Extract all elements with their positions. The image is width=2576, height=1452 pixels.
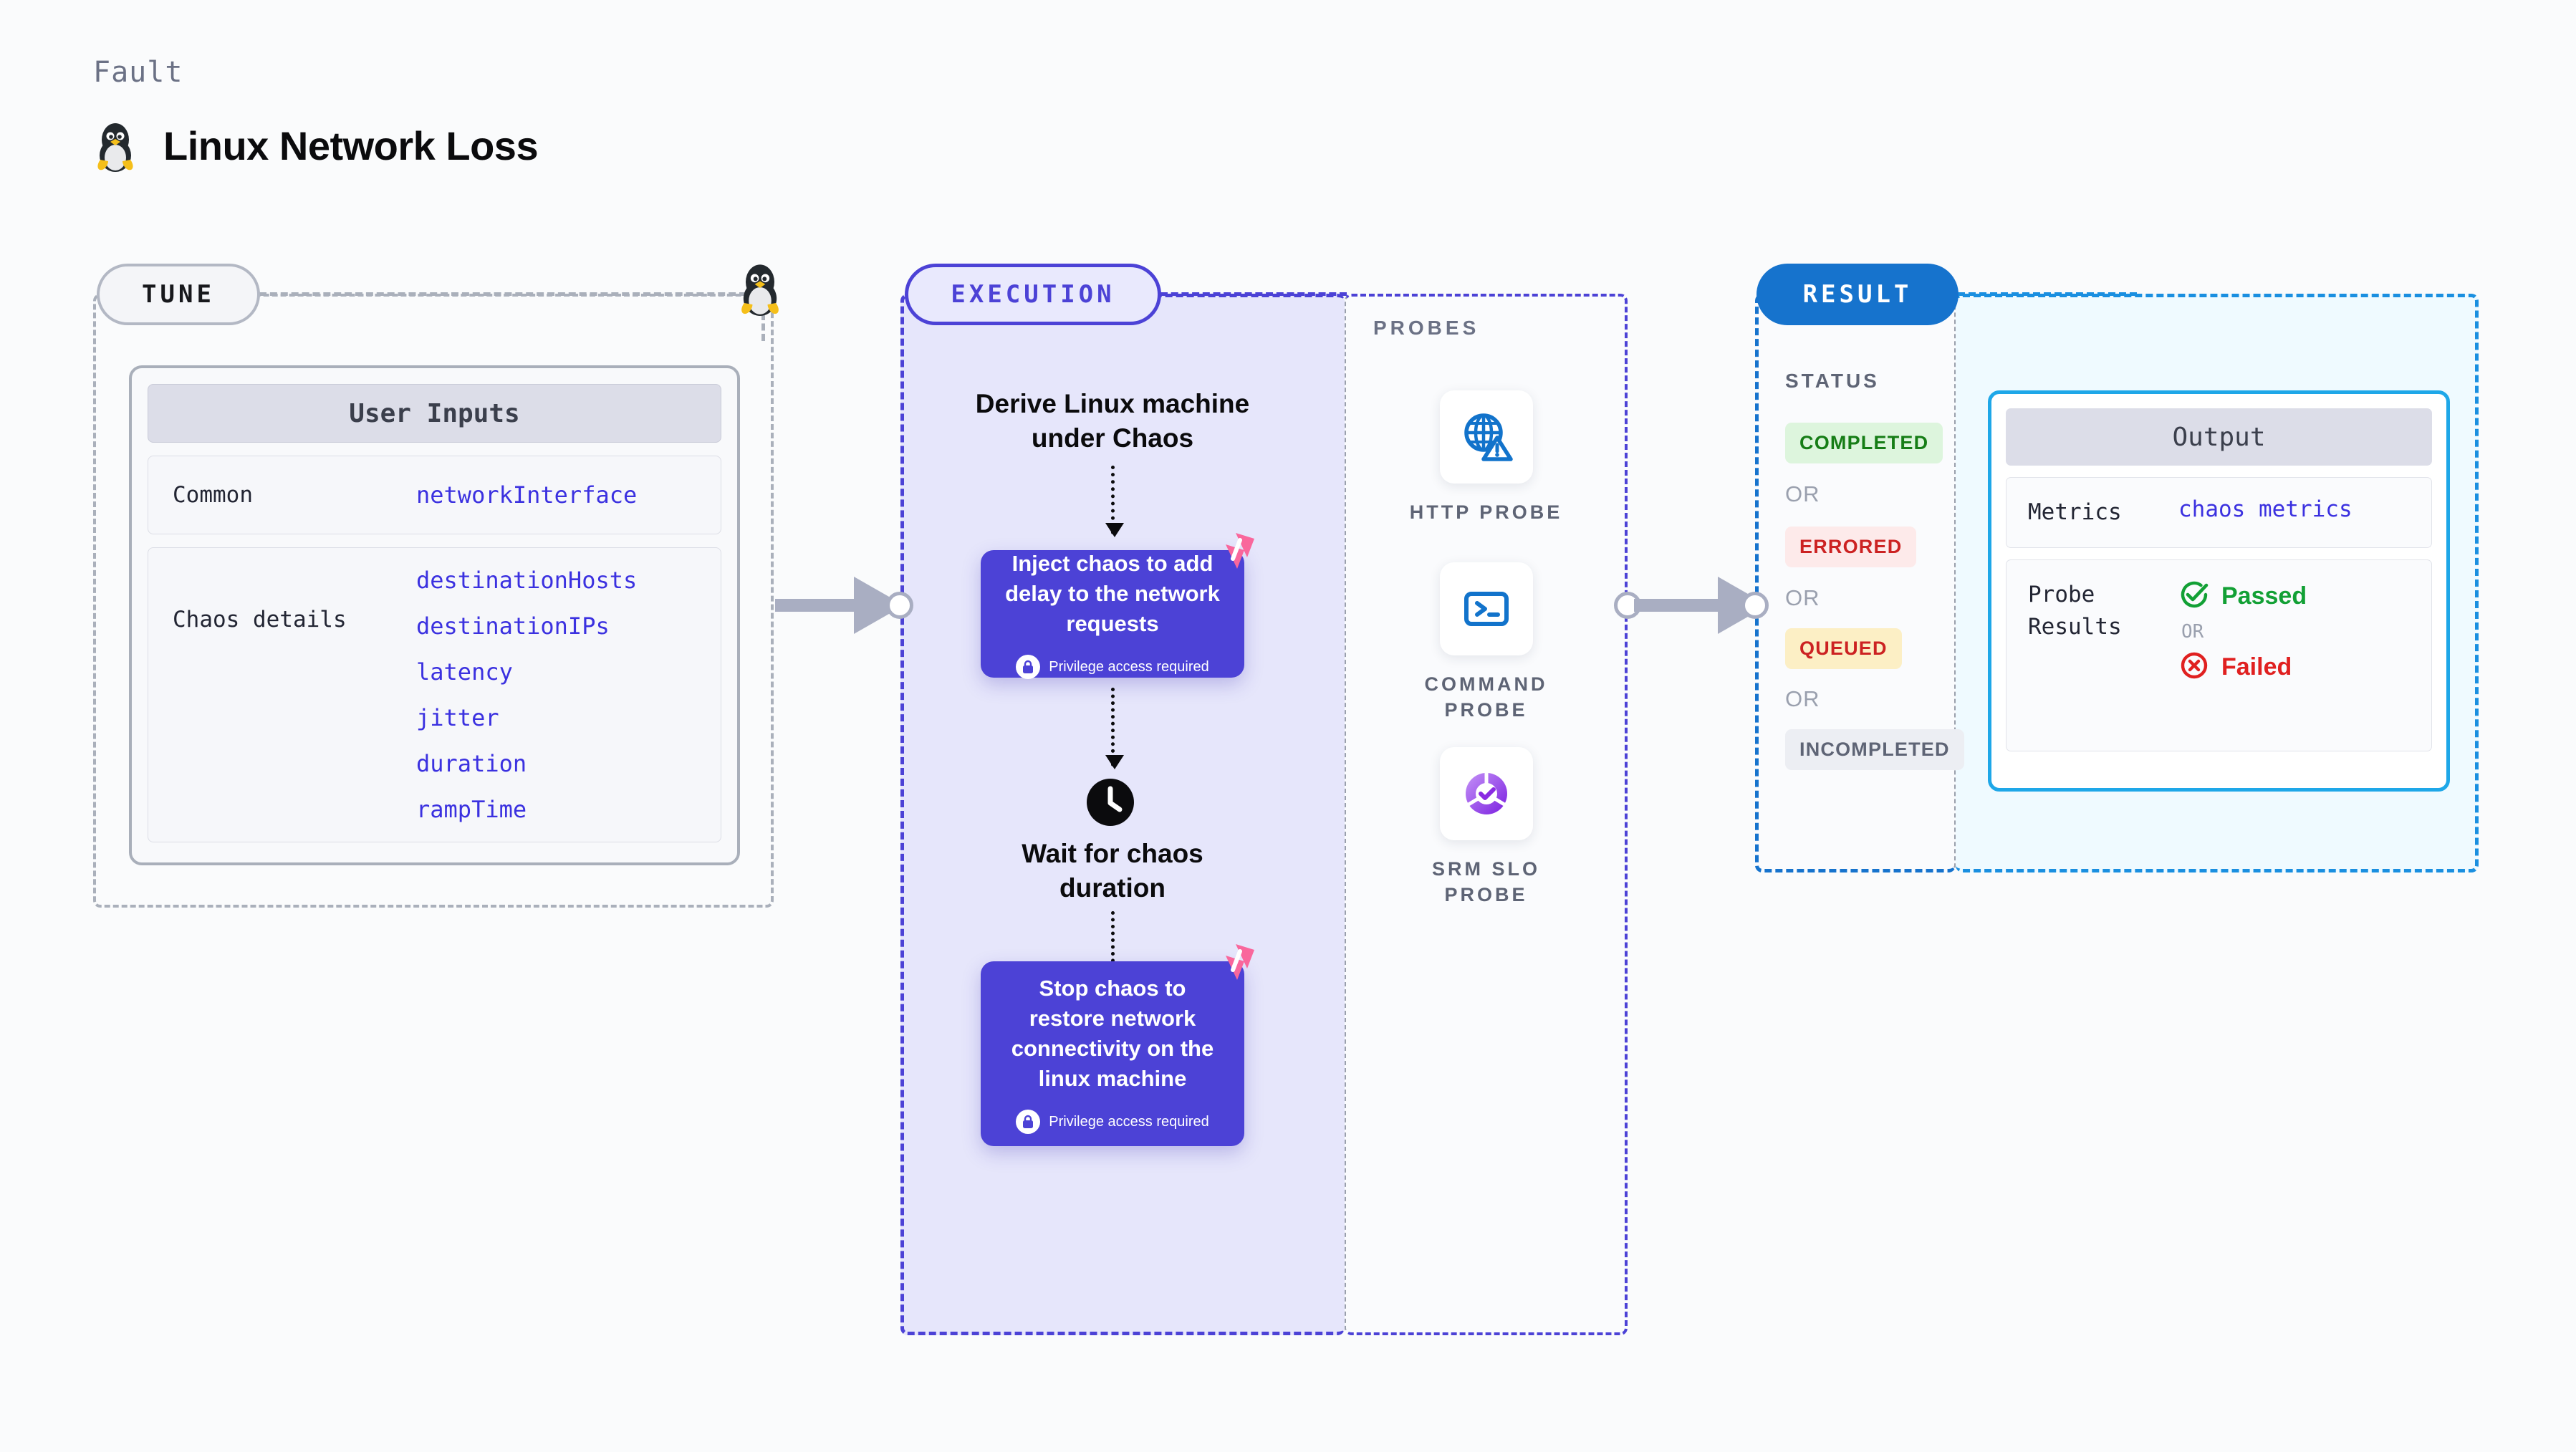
flow-arrow-2 <box>1105 688 1124 769</box>
harness-logo-icon <box>1211 529 1257 578</box>
or-separator: OR <box>2181 620 2204 643</box>
input-param[interactable]: jitter <box>416 704 499 731</box>
page-title: Linux Network Loss <box>163 122 539 168</box>
output-row-probe-results: Probe Results Passed OR <box>2006 559 2432 751</box>
probe-label: COMMAND PROBE <box>1424 673 1548 721</box>
tune-leader-drop <box>761 292 765 341</box>
page-title-row: Linux Network Loss <box>93 118 539 173</box>
result-stage-pill[interactable]: RESULT <box>1756 264 1959 325</box>
chaos-card-text: Stop chaos to restore network connectivi… <box>1011 975 1214 1092</box>
output-card: Output Metrics chaos metrics Probe Resul… <box>1988 390 2450 792</box>
tune-leader-line <box>259 292 746 296</box>
globe-warning-icon <box>1439 390 1533 484</box>
connector-probes-to-result <box>1614 577 1772 634</box>
input-param[interactable]: destinationIPs <box>416 612 610 640</box>
result-leader-line <box>1958 292 2137 296</box>
output-row-metrics: Metrics chaos metrics <box>2006 477 2432 548</box>
status-badge-completed: COMPLETED <box>1785 423 1943 463</box>
input-param[interactable]: destinationHosts <box>416 567 638 594</box>
terminal-icon <box>1439 562 1533 655</box>
chaos-card-text: Inject chaos to add delay to the network… <box>1005 550 1220 637</box>
status-badge-queued: QUEUED <box>1785 628 1902 669</box>
privilege-note: Privilege access required <box>1016 655 1209 680</box>
user-inputs-title: User Inputs <box>148 384 721 443</box>
input-param[interactable]: latency <box>416 658 513 686</box>
lock-icon <box>1016 1110 1041 1135</box>
probe-result-passed-label: Passed <box>2221 582 2307 610</box>
or-separator: OR <box>1785 481 1820 506</box>
probe-result-failed-label: Failed <box>2221 653 2292 681</box>
execution-step-derive: Derive Linux machine under Chaos <box>975 389 1250 453</box>
privilege-note-text: Privilege access required <box>1049 1113 1209 1130</box>
status-label: STATUS <box>1785 370 1880 392</box>
tune-stage-pill[interactable]: TUNE <box>97 264 260 325</box>
connector-tune-to-execution <box>775 577 913 634</box>
output-card-title: Output <box>2006 408 2432 466</box>
input-group-label: Chaos details <box>173 607 347 633</box>
execution-leader-line <box>1160 292 1347 296</box>
chaos-stop-card[interactable]: Stop chaos to restore network connectivi… <box>981 944 1254 1146</box>
lock-icon <box>1016 655 1041 680</box>
check-circle-icon <box>2178 579 2210 614</box>
execution-step-wait: Wait for chaos duration <box>1022 839 1203 903</box>
probe-command[interactable]: COMMAND PROBE <box>1345 562 1628 723</box>
page-kicker: Fault <box>93 56 183 89</box>
privilege-note: Privilege access required <box>1016 1110 1209 1135</box>
slo-donut-check-icon <box>1439 747 1533 840</box>
probe-result-failed: Failed <box>2178 650 2307 685</box>
execution-stage-pill[interactable]: EXECUTION <box>905 264 1161 325</box>
input-param[interactable]: rampTime <box>416 796 527 823</box>
or-separator: OR <box>1785 585 1820 610</box>
probe-label: SRM SLO PROBE <box>1431 858 1540 906</box>
probes-section-label: PROBES <box>1373 317 1480 339</box>
or-separator: OR <box>1785 686 1820 711</box>
linux-penguin-icon <box>93 118 138 173</box>
result-panel <box>1755 294 1956 872</box>
input-param[interactable]: duration <box>416 750 527 777</box>
harness-logo-icon <box>1211 940 1257 989</box>
input-group-label: Common <box>173 482 253 508</box>
input-group-common: Common networkInterface <box>148 456 721 534</box>
clock-icon <box>1085 777 1135 831</box>
x-circle-icon <box>2178 650 2210 685</box>
input-group-chaos-details: Chaos details destinationHosts destinati… <box>148 547 721 842</box>
status-badge-errored: ERRORED <box>1785 527 1917 567</box>
metrics-link[interactable]: chaos metrics <box>2178 496 2352 522</box>
output-row-label: Metrics <box>2028 499 2122 525</box>
user-inputs-card: User Inputs Common networkInterface Chao… <box>129 365 740 865</box>
status-badge-incompleted: INCOMPLETED <box>1785 729 1964 770</box>
probe-srm-slo[interactable]: SRM SLO PROBE <box>1345 747 1628 908</box>
output-row-label: Probe Results <box>2028 581 2122 640</box>
probe-result-passed: Passed <box>2178 579 2307 614</box>
tune-linux-penguin-icon <box>736 259 784 320</box>
flow-arrow-1 <box>1105 466 1124 537</box>
privilege-note-text: Privilege access required <box>1049 658 1209 675</box>
input-param[interactable]: networkInterface <box>416 481 638 509</box>
probe-http[interactable]: HTTP PROBE <box>1345 390 1628 525</box>
probe-label: HTTP PROBE <box>1409 501 1563 523</box>
chaos-inject-card[interactable]: Inject chaos to add delay to the network… <box>981 533 1254 680</box>
